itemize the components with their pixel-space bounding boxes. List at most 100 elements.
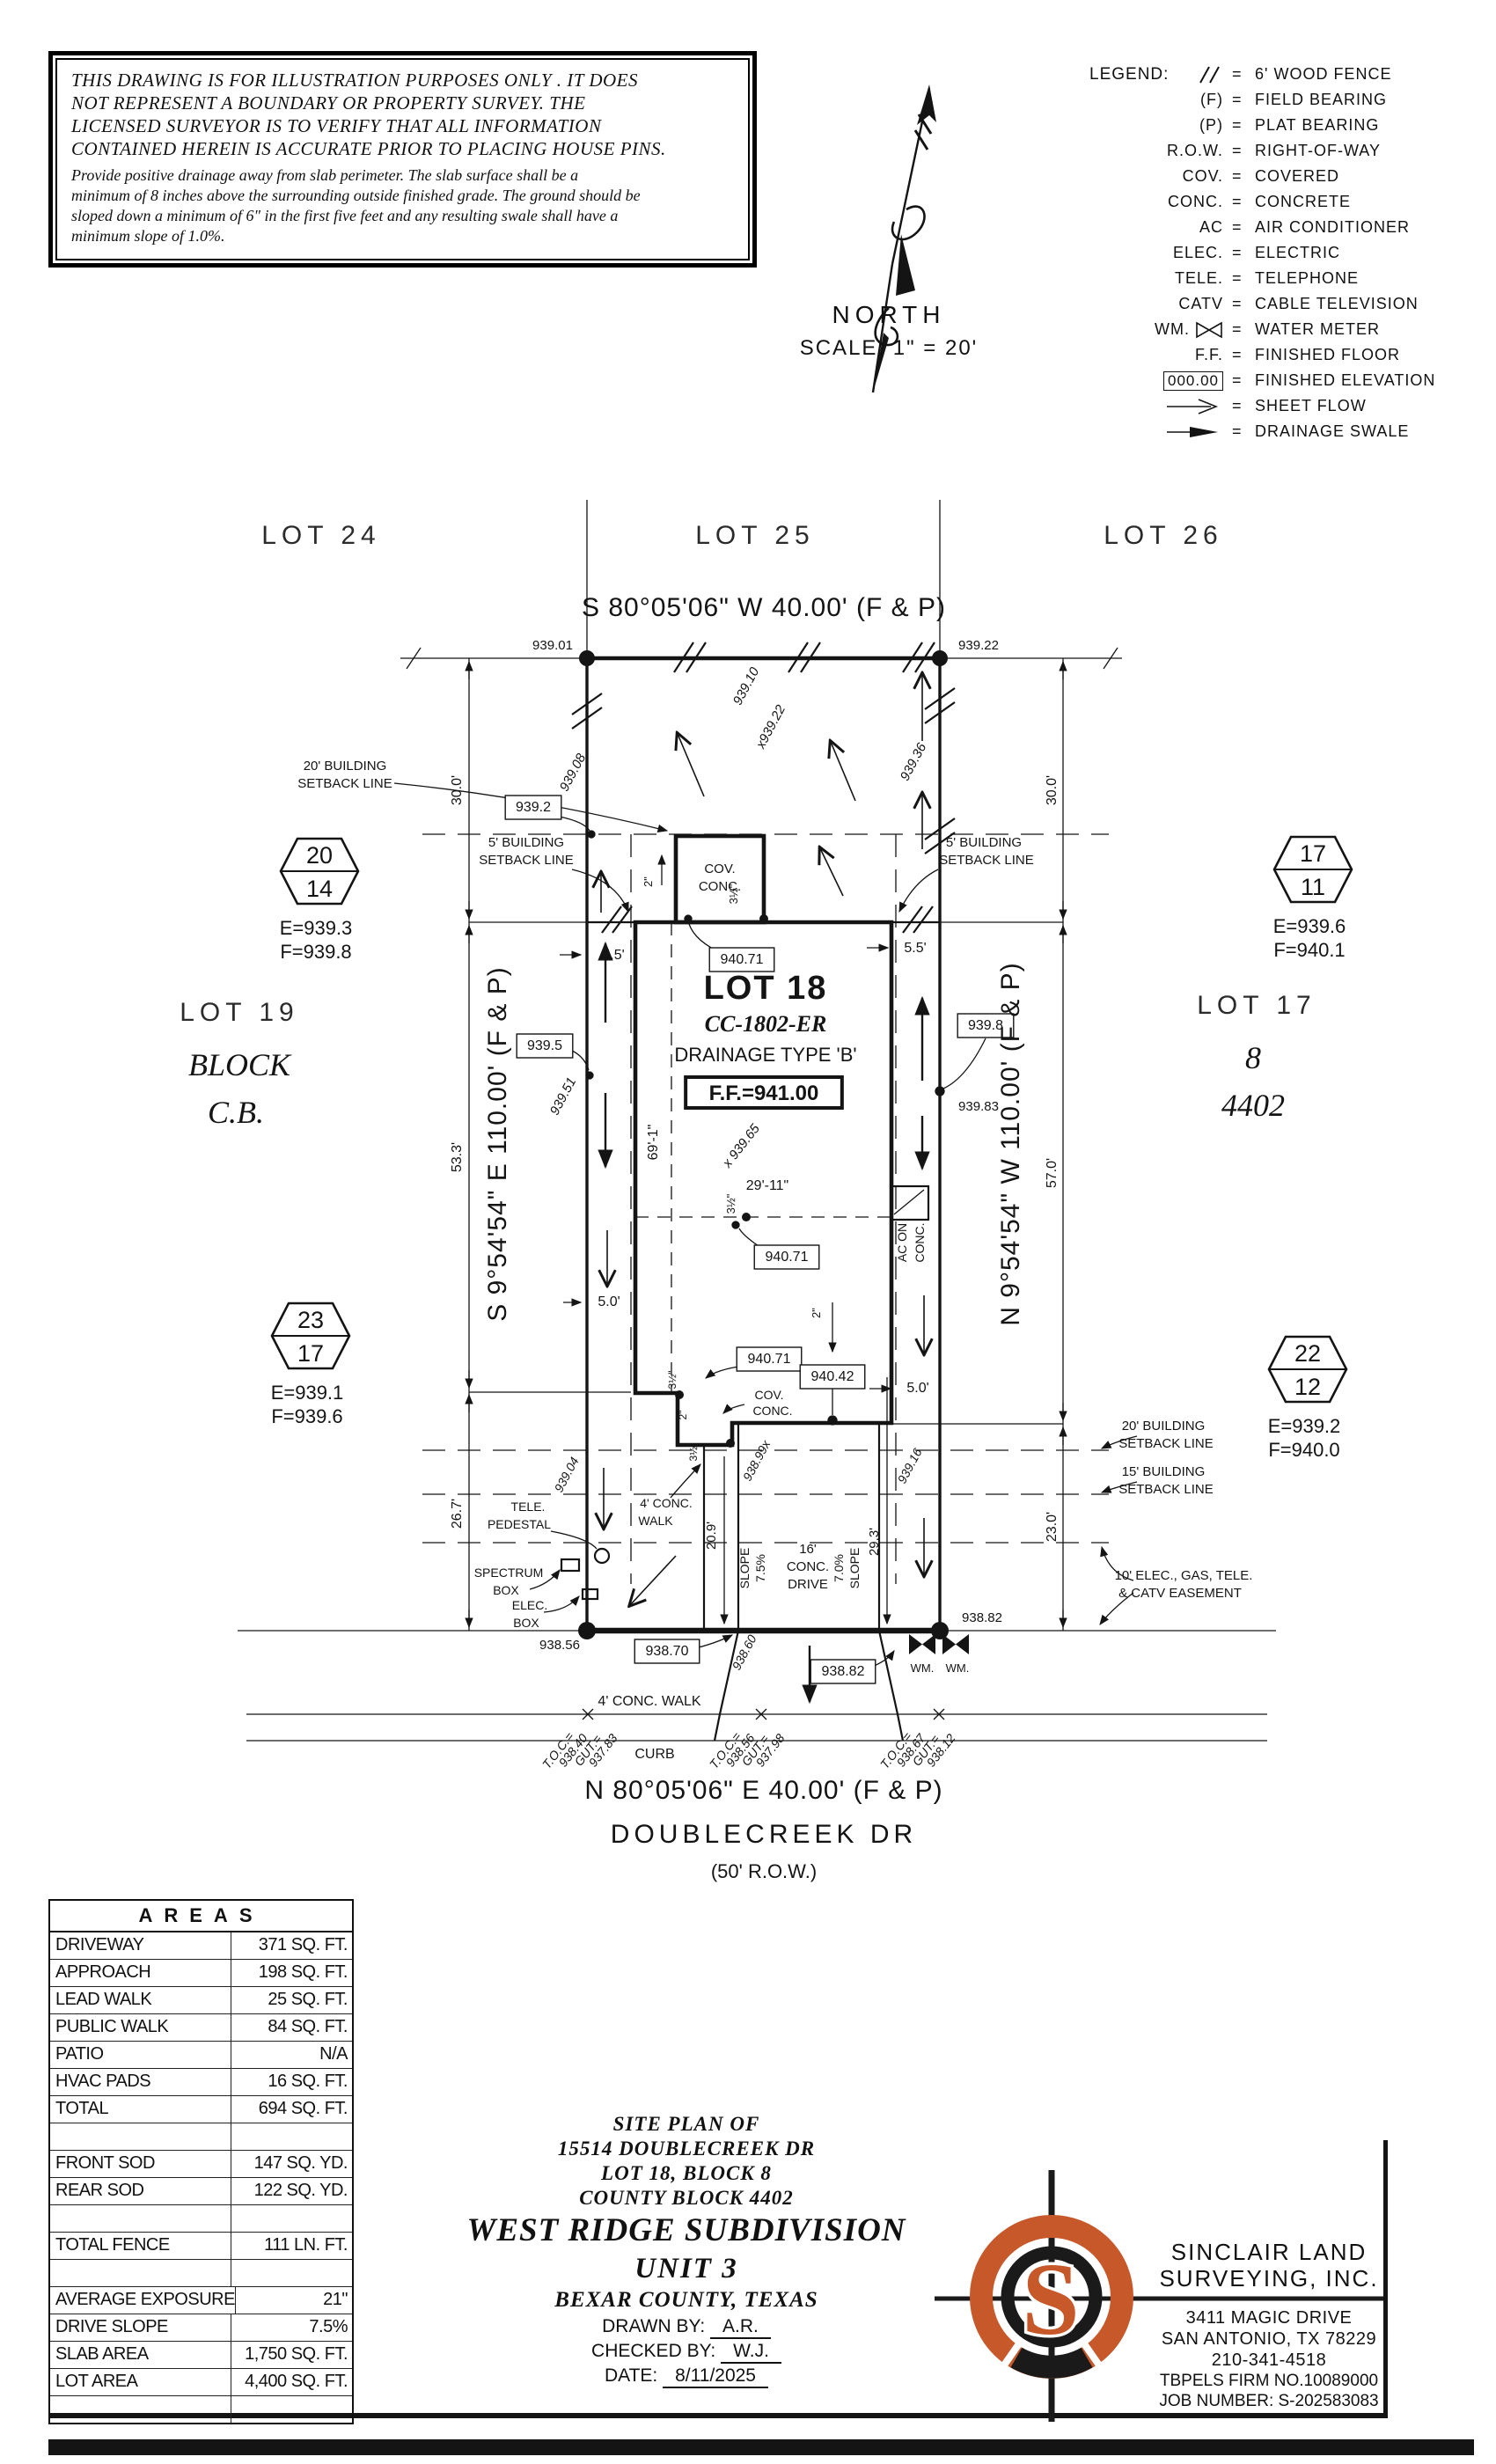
- plan-label: 4402: [1221, 1088, 1285, 1123]
- legend-desc: RIGHT-OF-WAY: [1255, 142, 1381, 159]
- legend-row: (P)=PLAT BEARING: [1089, 113, 1485, 138]
- legend-desc: ELECTRIC: [1255, 244, 1341, 261]
- legend-row: R.O.W.=RIGHT-OF-WAY: [1089, 138, 1485, 164]
- plan-label: 29.3': [867, 1528, 882, 1556]
- areas-value: 147 SQ. YD.: [231, 2151, 352, 2177]
- plan-label: BLOCK: [188, 1047, 292, 1082]
- equals-sign: =: [1232, 116, 1242, 134]
- scale-label: SCALE: 1" = 20': [799, 336, 979, 360]
- plan-label: 20' BUILDING: [1122, 1419, 1206, 1434]
- plan-label: 938.56: [539, 1638, 580, 1653]
- marker-text: E=939.2: [1268, 1415, 1341, 1437]
- areas-label: APPROACH: [55, 1962, 151, 1982]
- plan-label: 4' CONC. WALK: [598, 1694, 700, 1709]
- areas-value: 4,400 SQ. FT.: [231, 2369, 352, 2395]
- plan-label: 938.99x: [740, 1437, 774, 1483]
- legend-desc: TELEPHONE: [1255, 269, 1360, 287]
- areas-value: [231, 2123, 352, 2150]
- legend-row: (F)=FIELD BEARING: [1089, 87, 1485, 113]
- row-label: (50' R.O.W.): [711, 1860, 817, 1882]
- date-value: 8/11/2025: [663, 2365, 768, 2388]
- legend-row: TELE.=TELEPHONE: [1089, 266, 1485, 291]
- equals-sign: =: [1232, 193, 1242, 210]
- county-block-line: COUNTY BLOCK 4402: [579, 2187, 794, 2209]
- plan-label: BOX: [493, 1583, 519, 1597]
- areas-value: 111 LN. FT.: [231, 2233, 352, 2259]
- logo-s-glyph: S: [1022, 2241, 1080, 2357]
- title-block: SITE PLAN OF 15514 DOUBLECREEK DR LOT 18…: [378, 2112, 994, 2388]
- wood-fence-marks: [571, 642, 956, 934]
- drainage-note-line: minimum of 8 inches above the surroundin…: [71, 187, 641, 204]
- plan-label: WM.: [946, 1661, 970, 1675]
- plan-label: 30.0': [1045, 775, 1060, 805]
- drawn-by-value: A.R.: [710, 2316, 771, 2339]
- firm-license: TBPELS FIRM NO.10089000: [1159, 2372, 1379, 2390]
- spectrum-box-icon: [560, 1558, 581, 1573]
- water-meter-icon: [942, 1634, 969, 1654]
- legend-desc: 6' WOOD FENCE: [1255, 65, 1392, 83]
- plan-label: 3½": [687, 1443, 700, 1462]
- marker-text: 17: [1300, 840, 1326, 867]
- drainage-note-line: Provide positive drainage away from slab…: [71, 166, 579, 184]
- date-label: DATE:: [604, 2365, 658, 2386]
- legend-desc: SHEET FLOW: [1255, 397, 1367, 414]
- legend-row: F.F.=FINISHED FLOOR: [1089, 342, 1485, 368]
- areas-row: APPROACH 198 SQ. FT.: [50, 1959, 352, 1986]
- plan-label: 29'-11": [746, 1178, 788, 1193]
- legend-symbol-slashes: [1089, 65, 1232, 84]
- marker-text: 14: [306, 876, 333, 902]
- checked-by-label: CHECKED BY:: [591, 2341, 716, 2361]
- legend-row: = SHEET FLOW: [1089, 393, 1485, 419]
- plan-label: 939.83: [958, 1099, 999, 1114]
- plan-label: 26.7': [450, 1499, 465, 1529]
- plan-label: SLOPE: [737, 1548, 752, 1589]
- lot-block-line: LOT 18, BLOCK 8: [601, 2162, 772, 2184]
- plan-label: 940.42: [811, 1369, 854, 1384]
- firm-address: SAN ANTONIO, TX 78229: [1161, 2329, 1377, 2349]
- drainage-note-line: sloped down a minimum of 6" in the first…: [71, 207, 619, 224]
- drive-and-walks: [246, 1423, 1267, 1742]
- areas-label: PATIO: [55, 2044, 104, 2064]
- lot26-label: LOT 26: [1104, 521, 1223, 550]
- legend-symbol-text: CONC.: [1168, 193, 1223, 210]
- equals-sign: =: [1232, 397, 1242, 414]
- plan-label: CONC.: [913, 1222, 927, 1262]
- firm-address: 3411 MAGIC DRIVE: [1185, 2308, 1353, 2328]
- subject-lot-label: LOT 18: [704, 970, 828, 1007]
- marker-text: E=939.1: [271, 1382, 344, 1404]
- areas-value: [231, 2260, 352, 2286]
- areas-label: TOTAL: [55, 2099, 109, 2118]
- plan-label: 2": [642, 876, 655, 887]
- areas-label: [50, 2205, 231, 2232]
- drawn-by-row: DRAWN BY: A.R.: [378, 2314, 994, 2339]
- house-footprint: [633, 833, 930, 1448]
- equals-sign: =: [1232, 346, 1242, 363]
- plan-label: COV.: [755, 1388, 784, 1402]
- areas-row: [50, 2395, 352, 2423]
- plan-label: 3½": [724, 1193, 737, 1214]
- plan-label: 5.0': [598, 1294, 620, 1309]
- plan-label: 939.8: [968, 1018, 1003, 1033]
- plan-number: CC-1802-ER: [705, 1011, 827, 1037]
- areas-value: 198 SQ. FT.: [231, 1960, 352, 1986]
- plan-label: 939.08: [557, 751, 590, 794]
- areas-value: 371 SQ. FT.: [231, 1932, 352, 1959]
- areas-label: REAR SOD: [55, 2181, 144, 2200]
- legend-symbol-text: COV.: [1182, 167, 1223, 185]
- equals-sign: =: [1232, 295, 1242, 312]
- north-label: NORTH: [832, 301, 946, 328]
- legend-symbol-text: AC: [1199, 218, 1223, 236]
- plan-label: TELE.: [511, 1500, 546, 1514]
- legend-row: WM.=WATER METER: [1089, 317, 1485, 342]
- plan-label: 940.71: [766, 1250, 809, 1265]
- equals-sign: =: [1232, 91, 1242, 108]
- legend-desc: FINISHED ELEVATION: [1255, 371, 1436, 389]
